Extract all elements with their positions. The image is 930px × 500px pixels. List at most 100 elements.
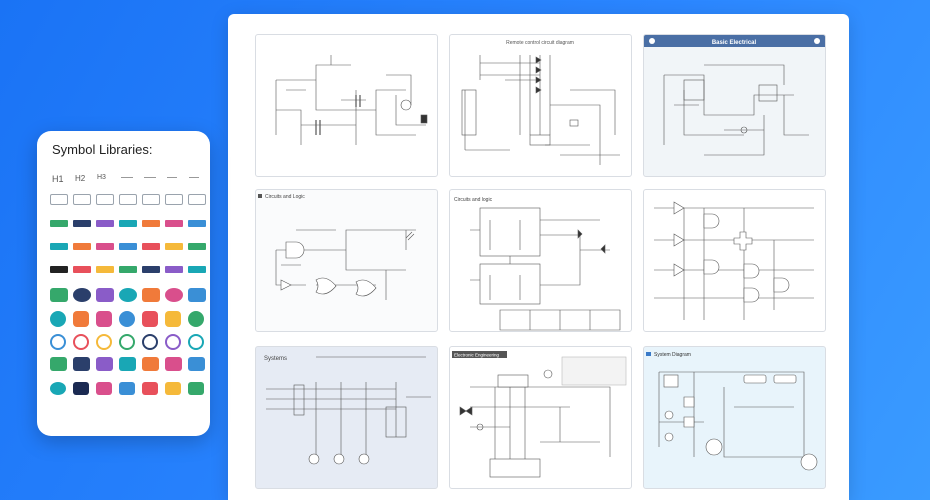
text-style-sample[interactable] <box>121 177 133 178</box>
symbol-shape[interactable] <box>96 382 112 395</box>
symbol-shape[interactable] <box>50 357 67 371</box>
symbol-shape[interactable] <box>142 357 159 371</box>
symbol-shape[interactable] <box>165 334 181 350</box>
symbol-shape[interactable] <box>73 243 91 250</box>
symbol-shape[interactable] <box>142 288 160 302</box>
template-card-remote-control[interactable]: Remote control circuit diagram <box>449 34 632 177</box>
symbol-shape[interactable] <box>165 220 183 227</box>
symbol-shape[interactable] <box>96 311 112 327</box>
template-card-circuits-logic[interactable]: Circuits and Logic <box>255 189 438 332</box>
symbol-shape[interactable] <box>119 311 135 327</box>
heading-sample-h1[interactable]: H1 <box>52 174 64 184</box>
symbol-shape[interactable] <box>96 288 114 302</box>
symbol-shape[interactable] <box>50 243 68 250</box>
card-title: Remote control circuit diagram <box>506 40 574 46</box>
heading-samples-row: H1 H2 H3 <box>37 174 210 188</box>
transistor-logic-thumbnail: Circuits and logic <box>454 197 621 331</box>
symbol-shape[interactable] <box>73 311 89 327</box>
text-style-sample[interactable] <box>167 177 177 178</box>
symbol-shape[interactable] <box>188 220 206 227</box>
symbol-libraries-panel: Symbol Libraries: H1 H2 H3 <box>37 131 210 436</box>
symbol-shape[interactable] <box>119 334 135 350</box>
symbol-shape[interactable] <box>50 382 66 395</box>
card-title: Circuits and logic <box>454 197 493 203</box>
template-card-basic-electrical[interactable]: Basic Electrical <box>643 34 826 177</box>
symbol-shape[interactable] <box>188 288 206 302</box>
card-title: Circuits and Logic <box>265 194 305 200</box>
electronic-engineering-thumbnail: Electronic Engineering <box>452 351 627 478</box>
symbol-shape[interactable] <box>50 194 68 205</box>
symbol-shape[interactable] <box>188 266 206 273</box>
circuits-logic-thumbnail: Circuits and Logic <box>258 194 416 300</box>
symbol-shape[interactable] <box>165 288 183 302</box>
basic-electrical-thumbnail: Basic Electrical <box>644 35 825 156</box>
amplifier-circuit-thumbnail <box>275 55 428 145</box>
remote-control-thumbnail: Remote control circuit diagram <box>461 40 620 165</box>
symbol-shape[interactable] <box>165 357 182 371</box>
symbol-shape[interactable] <box>188 194 206 205</box>
symbol-shape[interactable] <box>142 266 160 273</box>
symbol-shape[interactable] <box>96 243 114 250</box>
template-card-electronic-engineering[interactable]: Electronic Engineering <box>449 346 632 489</box>
symbol-shape[interactable] <box>73 266 91 273</box>
card-title: Systems <box>264 356 287 362</box>
symbol-shape[interactable] <box>165 382 181 395</box>
symbol-shape[interactable] <box>50 334 66 350</box>
text-style-sample[interactable] <box>144 177 156 178</box>
symbol-shape[interactable] <box>142 220 160 227</box>
symbol-shape[interactable] <box>119 194 137 205</box>
template-card-transistor-logic[interactable]: Circuits and logic <box>449 189 632 332</box>
symbol-shape[interactable] <box>188 311 204 327</box>
template-card-amplifier[interactable] <box>255 34 438 177</box>
symbol-shape[interactable] <box>119 220 137 227</box>
symbol-shape[interactable] <box>119 243 137 250</box>
symbol-shape[interactable] <box>165 311 181 327</box>
symbol-shape[interactable] <box>188 382 204 395</box>
symbol-shape[interactable] <box>73 334 89 350</box>
systems-thumbnail: Systems <box>264 356 431 465</box>
symbol-shape[interactable] <box>165 243 183 250</box>
symbol-shape[interactable] <box>142 194 160 205</box>
template-card-system-diagram[interactable]: System Diagram <box>643 346 826 489</box>
template-card-systems[interactable]: Systems <box>255 346 438 489</box>
symbol-shape[interactable] <box>119 266 137 273</box>
symbol-shape[interactable] <box>50 311 66 327</box>
card-title: System Diagram <box>654 352 691 358</box>
symbol-shape[interactable] <box>96 220 114 227</box>
symbol-shape[interactable] <box>73 194 91 205</box>
heading-sample-h2[interactable]: H2 <box>75 174 86 183</box>
symbol-shape[interactable] <box>142 382 158 395</box>
symbol-shape[interactable] <box>96 334 112 350</box>
symbol-shape[interactable] <box>142 334 158 350</box>
card-title: Basic Electrical <box>712 40 757 46</box>
text-style-sample[interactable] <box>189 177 199 178</box>
system-diagram-thumbnail: System Diagram <box>646 352 818 471</box>
symbol-shape[interactable] <box>50 220 68 227</box>
symbol-shape[interactable] <box>96 266 114 273</box>
symbol-shape[interactable] <box>142 243 160 250</box>
symbol-shape[interactable] <box>119 382 135 395</box>
symbol-shape[interactable] <box>119 288 137 302</box>
card-title: Electronic Engineering <box>454 353 500 358</box>
symbol-shape[interactable] <box>73 357 90 371</box>
panel-title: Symbol Libraries: <box>52 142 153 157</box>
symbol-shape[interactable] <box>188 243 206 250</box>
logic-gates-thumbnail <box>654 201 814 320</box>
symbol-shape[interactable] <box>165 266 183 273</box>
symbol-shape[interactable] <box>73 382 89 395</box>
symbol-shape[interactable] <box>188 334 204 350</box>
symbol-shape[interactable] <box>165 194 183 205</box>
symbol-shape[interactable] <box>73 220 91 227</box>
symbol-shape[interactable] <box>96 357 113 371</box>
symbol-shape[interactable] <box>50 288 68 302</box>
symbol-shape[interactable] <box>50 266 68 273</box>
symbol-shape[interactable] <box>188 357 205 371</box>
symbol-shape[interactable] <box>96 194 114 205</box>
template-gallery: Remote control circuit diagram Basic Ele… <box>228 14 849 500</box>
symbol-shape[interactable] <box>73 288 91 302</box>
symbol-shape[interactable] <box>142 311 158 327</box>
template-card-logic-gates[interactable] <box>643 189 826 332</box>
symbol-grid <box>37 131 210 436</box>
symbol-shape[interactable] <box>119 357 136 371</box>
heading-sample-h3[interactable]: H3 <box>97 174 106 181</box>
